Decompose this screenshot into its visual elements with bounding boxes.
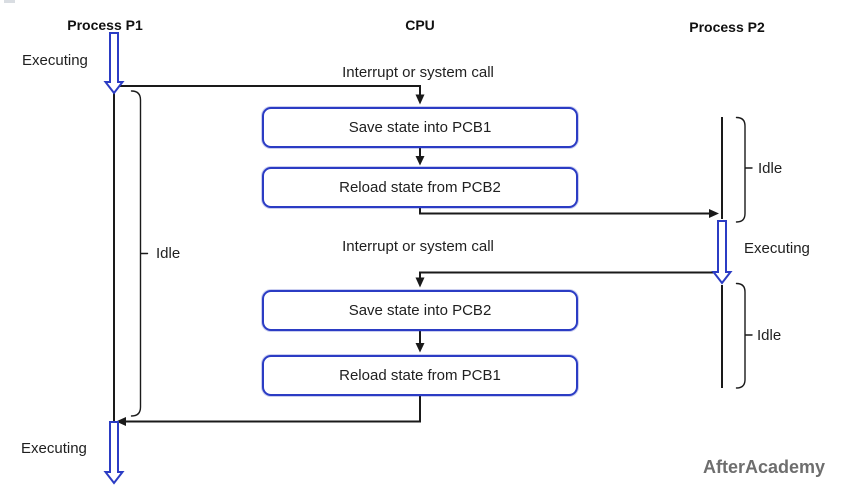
- column-header-process-p2: Process P2: [689, 19, 765, 35]
- edge-interrupt-1: [119, 85, 421, 95]
- arrowhead-into-box1: [415, 94, 425, 105]
- box-reload-state-pcb1: Reload state from PCB1: [262, 355, 578, 396]
- box-save-state-pcb2-label: Save state into PCB2: [348, 302, 492, 319]
- edge-reload-pcb2-to-p2: [419, 207, 709, 215]
- box-reload-state-pcb2-label: Reload state from PCB2: [339, 179, 501, 196]
- column-header-process-p1: Process P1: [67, 17, 143, 33]
- p1-executing-bottom-label: Executing: [21, 440, 87, 457]
- box-reload-state-pcb2: Reload state from PCB2: [262, 167, 578, 208]
- interrupt-label-2: Interrupt or system call: [342, 238, 494, 255]
- box-save-state-pcb1-label: Save state into PCB1: [348, 119, 492, 136]
- arrowhead-at-p2: [709, 209, 719, 218]
- p2-idle-bracket-top: [735, 116, 753, 223]
- arrowhead-into-box3: [415, 277, 425, 288]
- p2-idle-top-label: Idle: [758, 160, 783, 177]
- interrupt-label-1: Interrupt or system call: [342, 64, 494, 81]
- p2-executing-arrow: [711, 220, 733, 285]
- p1-executing-arrow-bottom: [103, 421, 125, 485]
- edge-interrupt-2: [419, 271, 717, 278]
- p1-idle-bracket: [130, 90, 149, 417]
- p1-executing-top-label: Executing: [22, 52, 88, 69]
- p1-idle-label: Idle: [156, 245, 181, 262]
- p1-executing-arrow-top: [103, 32, 125, 95]
- arrowhead-at-p1: [116, 417, 126, 426]
- box-save-state-pcb1: Save state into PCB1: [262, 107, 578, 148]
- screen-artifact: [4, 0, 15, 3]
- edge-reload-pcb1-to-p1: [126, 395, 421, 423]
- p2-executing-label: Executing: [744, 240, 810, 257]
- box-reload-state-pcb1-label: Reload state from PCB1: [339, 367, 501, 384]
- box-save-state-pcb2: Save state into PCB2: [262, 290, 578, 331]
- arrowhead-into-box4: [415, 343, 425, 353]
- column-header-cpu: CPU: [405, 17, 435, 33]
- arrowhead-into-box2: [415, 156, 425, 166]
- p2-idle-bracket-bottom: [735, 282, 753, 389]
- afteracademy-watermark: AfterAcademy: [703, 457, 826, 477]
- p2-idle-bottom-label: Idle: [757, 327, 782, 344]
